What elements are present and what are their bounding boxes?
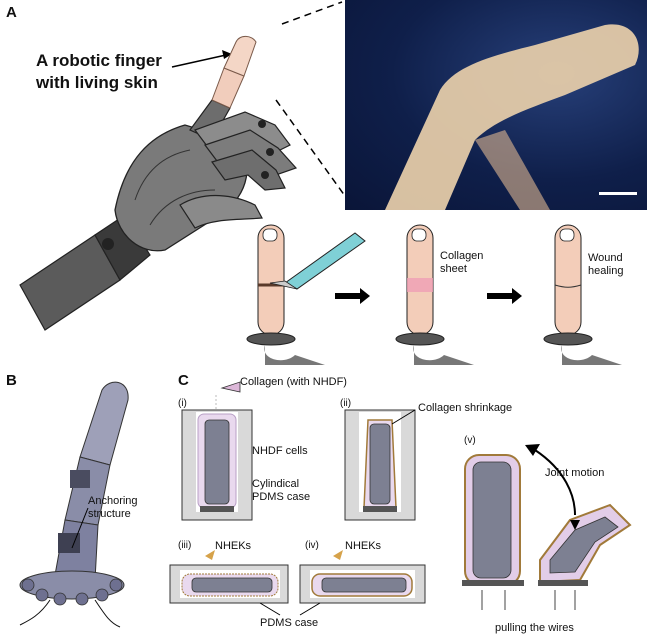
collagen-nhdf-label: Collagen (with NHDF) bbox=[240, 376, 347, 388]
cylindrical-case-label: Cylindical PDMS case bbox=[252, 478, 310, 504]
step-iii-label: (iii) bbox=[178, 540, 192, 551]
cylindrical-case-line-1: Cylindical bbox=[252, 478, 300, 490]
wound-healing-label: Wound healing bbox=[588, 252, 623, 278]
joint-motion-label: Joint motion bbox=[545, 467, 605, 479]
title-line-2: with living skin bbox=[36, 73, 158, 92]
robotic-finger-title: A robotic finger with living skin bbox=[36, 50, 162, 94]
step-ii-label: (ii) bbox=[340, 398, 352, 409]
cylindrical-case-line-2: PDMS case bbox=[252, 491, 311, 503]
panel-a-annotation-lines bbox=[171, 1, 346, 197]
panel-c-letter: C bbox=[178, 372, 189, 389]
anchoring-structure-label: Anchoring structure bbox=[88, 495, 138, 521]
wound-healing-line-2: healing bbox=[588, 265, 624, 277]
step-arrow-2 bbox=[487, 288, 522, 304]
anchoring-line-1: Anchoring bbox=[88, 495, 138, 507]
step-arrow-1 bbox=[335, 288, 370, 304]
panel-b-letter: B bbox=[6, 372, 17, 389]
pulling-wires-label: pulling the wires bbox=[495, 622, 574, 634]
collagen-shrinkage-label: Collagen shrinkage bbox=[418, 402, 513, 414]
step-iv-label: (iv) bbox=[305, 540, 319, 551]
collagen-sheet-label: Collagen sheet bbox=[440, 250, 483, 276]
wound-healing-sequence bbox=[246, 224, 622, 365]
scale-bar bbox=[599, 192, 637, 195]
nhdf-cells-label: NHDF cells bbox=[252, 445, 308, 457]
robotic-hand-illustration bbox=[19, 35, 298, 331]
title-line-1: A robotic finger bbox=[36, 51, 162, 70]
panel-a-letter: A bbox=[6, 4, 17, 21]
anchoring-line-2: structure bbox=[88, 508, 131, 520]
pdms-case-label: PDMS case bbox=[260, 617, 319, 629]
collagen-sheet-line-1: Collagen bbox=[440, 250, 484, 262]
wound-healing-line-1: Wound bbox=[588, 252, 623, 264]
step-i-label: (i) bbox=[178, 398, 187, 409]
living-skin-finger-photo bbox=[345, 0, 647, 210]
step-v-label: (v) bbox=[464, 435, 476, 446]
nheks-label-1: NHEKs bbox=[215, 540, 252, 552]
finger-skeleton-3d bbox=[19, 381, 129, 628]
finger-photo-image bbox=[385, 24, 639, 210]
nheks-label-2: NHEKs bbox=[345, 540, 382, 552]
collagen-sheet-line-2: sheet bbox=[440, 263, 467, 275]
